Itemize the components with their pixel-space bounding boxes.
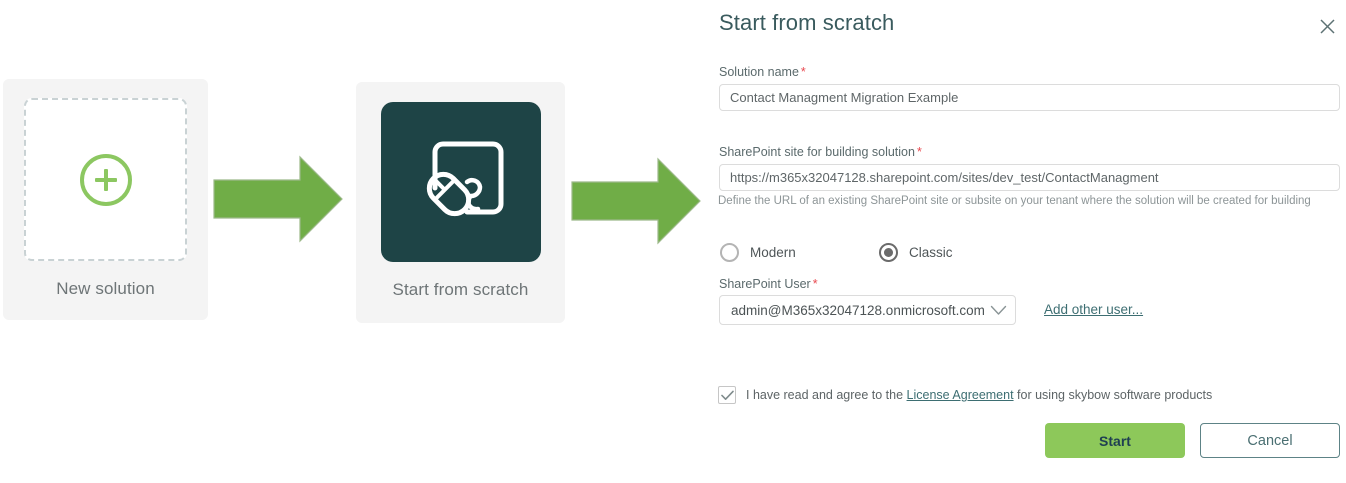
solution-name-input[interactable] — [719, 84, 1340, 111]
card-new-solution[interactable]: New solution — [3, 79, 208, 320]
license-agreement-row: I have read and agree to the License Agr… — [718, 386, 1212, 404]
radio-option-modern[interactable]: Modern — [720, 243, 796, 262]
add-other-user-link[interactable]: Add other user... — [1044, 302, 1144, 317]
sharepoint-user-selected-value: admin@M365x32047128.onmicrosoft.com — [731, 302, 985, 318]
license-agreement-text: I have read and agree to the License Agr… — [746, 388, 1212, 402]
required-marker: * — [800, 65, 806, 79]
sharepoint-site-hint: Define the URL of an existing SharePoint… — [718, 195, 1311, 207]
new-solution-dropzone[interactable] — [24, 98, 187, 261]
card-start-from-scratch-label: Start from scratch — [392, 280, 529, 299]
check-icon — [720, 390, 734, 400]
plus-circle-icon — [79, 153, 132, 206]
solution-name-label-text: Solution name — [719, 65, 799, 79]
arrow-right-icon — [213, 155, 343, 243]
radio-modern-dot[interactable] — [720, 243, 739, 262]
card-new-solution-label: New solution — [56, 279, 155, 298]
start-button[interactable]: Start — [1045, 423, 1185, 458]
license-agreement-text-before: I have read and agree to the — [746, 388, 904, 402]
required-marker: * — [916, 145, 922, 159]
mouse-screen-icon — [426, 141, 503, 217]
sharepoint-site-input[interactable] — [719, 164, 1340, 191]
license-agreement-link[interactable]: License Agreement — [906, 388, 1014, 402]
sharepoint-user-select[interactable]: admin@M365x32047128.onmicrosoft.com — [719, 295, 1016, 325]
sharepoint-site-label: SharePoint site for building solution* — [719, 145, 922, 159]
cancel-button[interactable]: Cancel — [1200, 423, 1340, 458]
card-start-from-scratch[interactable]: Start from scratch — [356, 82, 565, 323]
page-title: Start from scratch — [719, 10, 895, 35]
chevron-down-icon — [990, 305, 1007, 315]
license-agreement-text-after: for using skybow software products — [1017, 388, 1213, 402]
license-agreement-checkbox[interactable] — [718, 386, 736, 404]
radio-modern-label: Modern — [750, 245, 796, 260]
required-marker: * — [812, 277, 818, 291]
radio-option-classic[interactable]: Classic — [879, 243, 953, 262]
sharepoint-site-label-text: SharePoint site for building solution — [719, 145, 915, 159]
arrow-right-icon — [571, 157, 701, 245]
start-from-scratch-panel: Start from scratch Solution name* ShareP… — [706, 0, 1346, 483]
start-from-scratch-icon-tile — [380, 102, 541, 262]
radio-classic-label: Classic — [909, 245, 953, 260]
sharepoint-user-label-text: SharePoint User — [719, 277, 811, 291]
solution-flow-area: New solution Start from scratch — [3, 79, 701, 323]
solution-name-label: Solution name* — [719, 65, 806, 79]
radio-classic-dot[interactable] — [879, 243, 898, 262]
sharepoint-user-label: SharePoint User* — [719, 277, 818, 291]
close-icon[interactable] — [1314, 13, 1340, 39]
